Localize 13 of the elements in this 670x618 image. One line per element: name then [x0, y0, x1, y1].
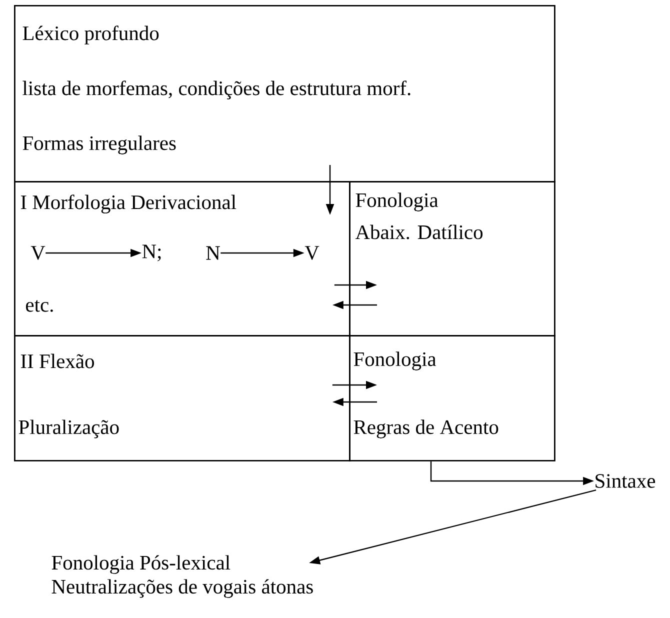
node-label: etc. — [26, 300, 53, 312]
node-label: I Morfologia Derivacional — [20, 194, 236, 214]
text-box: II Flexão Pluralização — [14, 335, 350, 462]
text-box: Fonologia Regras de Acento — [349, 335, 556, 462]
label-text: N; — [142, 244, 161, 262]
label-text: N — [206, 246, 220, 260]
label-text: V — [304, 246, 320, 260]
label-text: Sintaxe — [596, 474, 656, 488]
label-text: V — [30, 246, 46, 260]
label-text: Fonologia Pós-lexical — [52, 555, 230, 574]
text-box: Fonologia Abaix. Datílico — [349, 181, 556, 336]
text-box: Léxico profundo lista de morfemas, condições de estrutura morf. Formas irregulares — [14, 5, 556, 182]
label-text: Neutralizações de vogais átonas — [52, 579, 313, 598]
